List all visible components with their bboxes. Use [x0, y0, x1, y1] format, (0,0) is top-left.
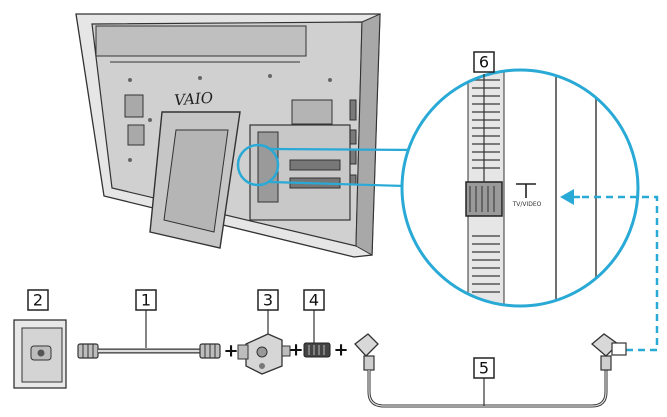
- computer-rear-view: VAIO: [75, 13, 381, 258]
- callout-3-label: 3: [263, 291, 273, 310]
- tv-antenna-cable: [354, 333, 627, 408]
- callout-6-label: 6: [479, 53, 489, 72]
- brand-logo: VAIO: [174, 89, 214, 110]
- port-highlight-circle: [236, 143, 280, 187]
- callout-4-label: 4: [309, 291, 319, 310]
- callout-2: 2: [27, 289, 49, 311]
- callout-5-label: 5: [479, 359, 489, 378]
- callout-3: 3: [257, 289, 279, 311]
- insert-arrow-icon: [560, 189, 574, 205]
- coax-plug-adapter: [303, 342, 331, 358]
- wall-antenna-outlet: [13, 319, 67, 389]
- plus-sign-1: +: [223, 341, 238, 362]
- antenna-adapter: [237, 333, 291, 375]
- tv-input-port: [465, 181, 503, 217]
- plus-sign-2: +: [288, 340, 303, 361]
- coaxial-cable: [77, 343, 221, 359]
- dashed-guide-line: [582, 195, 659, 352]
- port-label: TV/VIDEO: [512, 201, 542, 208]
- antenna-icon: [516, 183, 536, 198]
- callout-1-label: 1: [141, 291, 151, 310]
- plus-sign-3: +: [333, 340, 348, 361]
- callout-4: 4: [303, 289, 325, 311]
- callout-5: 5: [473, 357, 495, 379]
- callout-1: 1: [135, 289, 157, 311]
- callout-2-label: 2: [33, 291, 43, 310]
- magnified-port-view: TV/VIDEO: [400, 68, 640, 308]
- callout-6: 6: [473, 51, 495, 73]
